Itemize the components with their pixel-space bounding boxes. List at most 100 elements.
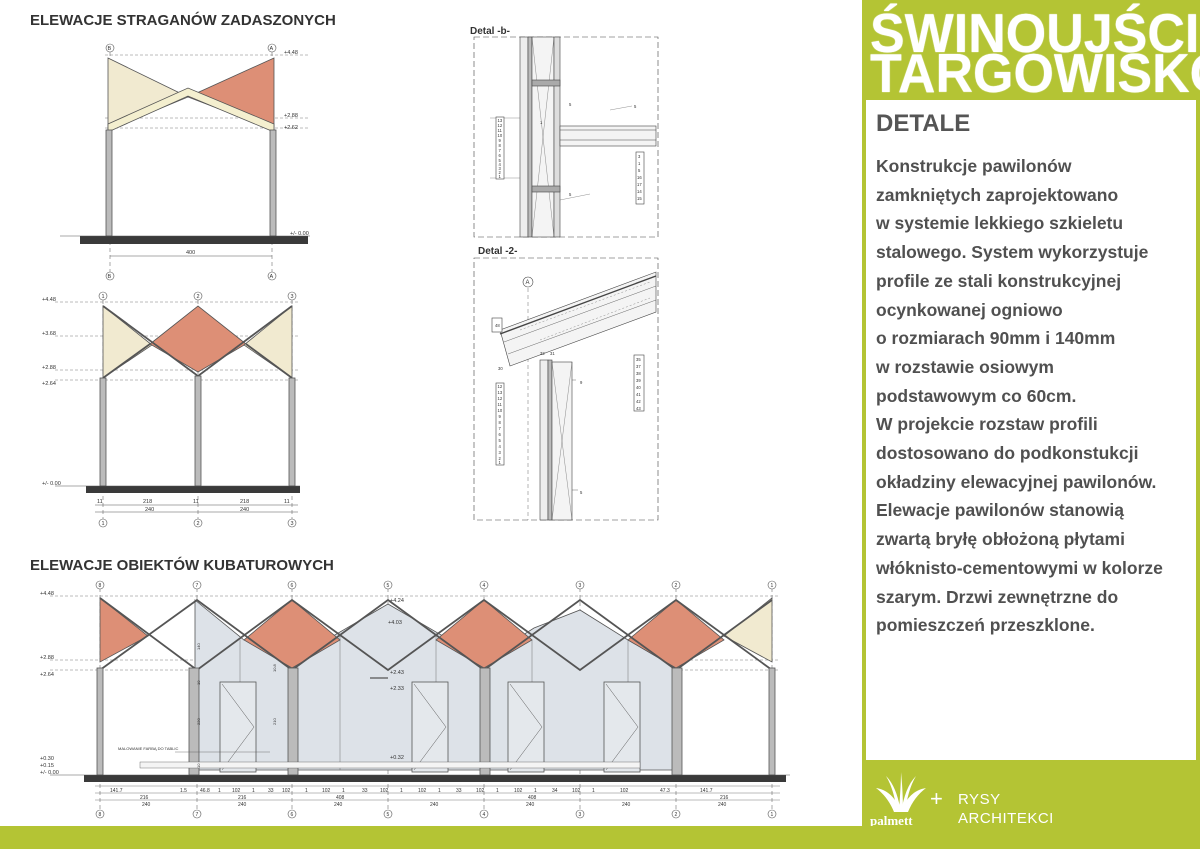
callout-tag: 1 bbox=[540, 120, 543, 125]
dim-mid: 216 bbox=[238, 795, 247, 801]
callout-number: 3 bbox=[499, 166, 502, 171]
callout-number: 17 bbox=[637, 182, 642, 187]
callout-tag: 5 bbox=[580, 490, 583, 495]
vertical-dim: 10 bbox=[196, 763, 201, 768]
dim-top: 34 bbox=[552, 788, 558, 794]
panel-description: Konstrukcje pawilonów zamkniętych zaproj… bbox=[876, 156, 1163, 636]
dim-mid: 408 bbox=[528, 795, 537, 801]
callout-tag: 5 bbox=[569, 102, 572, 107]
dim-top: 1 bbox=[218, 788, 221, 794]
dim-top: 141.7 bbox=[110, 788, 123, 794]
stall-elevation-single-labels: B A B A +4.48 +2.88 +2.62 +/- 0.00 400 bbox=[105, 43, 309, 281]
detail-b-labels: 13 12 11 10 9 8 7 6 5 4 3 2 1 3 1 5 16 1… bbox=[498, 102, 643, 201]
callout-number: 4 bbox=[499, 162, 502, 167]
callout-number: 13 bbox=[498, 390, 503, 395]
axis-8: 8 bbox=[99, 583, 102, 589]
callout-number: 11 bbox=[498, 128, 503, 133]
callout-number: 12 bbox=[498, 396, 503, 401]
axis-1: 1 bbox=[102, 294, 105, 300]
dim-top: 1 bbox=[496, 788, 499, 794]
dim-top: 102 bbox=[572, 788, 581, 794]
axis-2: 2 bbox=[675, 583, 678, 589]
stall-elevation-double-labels: 1 2 3 1 2 3 +4.48 +3.68 +2.88 +2.64 +/- … bbox=[42, 291, 297, 528]
note-label: MALOWANIE FARBĄ DO TABLIC bbox=[118, 746, 178, 751]
callout-number: 13 bbox=[498, 118, 503, 123]
dim-top: 102 bbox=[418, 788, 427, 794]
axis-4: 4 bbox=[483, 583, 486, 589]
dim-top: 46.8 bbox=[200, 788, 210, 794]
callout-number: 35 bbox=[636, 357, 641, 362]
callout-number: 10 bbox=[498, 133, 503, 138]
dim-label: 240 bbox=[145, 507, 154, 513]
partner-line-1: RYSY bbox=[958, 791, 1001, 808]
axis-7: 7 bbox=[196, 812, 199, 818]
stall-elevation-double bbox=[55, 300, 300, 520]
dim-label: 218 bbox=[240, 499, 249, 505]
dim-bottom: 240 bbox=[142, 802, 151, 808]
callout-number: 37 bbox=[636, 364, 641, 369]
callout-number: 8 bbox=[499, 420, 502, 425]
callout-number: 9 bbox=[499, 138, 502, 143]
callout-number: 11 bbox=[498, 402, 503, 407]
callout-number: 38 bbox=[636, 371, 641, 376]
dim-top: 102 bbox=[476, 788, 485, 794]
level-label: +0.32 bbox=[390, 755, 404, 761]
level-label: +2.43 bbox=[390, 670, 404, 676]
vertical-dim: 220 bbox=[196, 718, 201, 725]
callout-number: 7 bbox=[499, 148, 502, 153]
callout-number: 9 bbox=[499, 414, 502, 419]
dim-top: 33 bbox=[362, 788, 368, 794]
vertical-dim: 210 bbox=[272, 718, 277, 725]
dim-top: 102 bbox=[620, 788, 629, 794]
dim-bottom: 240 bbox=[526, 802, 535, 808]
callout-tag: 5 bbox=[634, 104, 637, 109]
plus-sign: + bbox=[930, 786, 943, 811]
level-label: +2.33 bbox=[390, 686, 404, 692]
partner-line-2: ARCHITEKCI bbox=[958, 810, 1054, 827]
level-label: +2.88 bbox=[42, 365, 56, 371]
dim-label: 240 bbox=[240, 507, 249, 513]
level-label: +/- 0.00 bbox=[290, 231, 309, 237]
dim-top: 1 bbox=[534, 788, 537, 794]
callout-tag: 5 bbox=[569, 192, 572, 197]
axis-8: 8 bbox=[99, 812, 102, 818]
detail-b-drawing bbox=[473, 36, 659, 238]
axis-3: 3 bbox=[291, 294, 294, 300]
callout-tag: 30 bbox=[498, 366, 503, 371]
callout-number: 2 bbox=[499, 456, 502, 461]
callout-number: 14 bbox=[637, 189, 642, 194]
callout-number: 3 bbox=[499, 450, 502, 455]
level-label: +2.64 bbox=[42, 381, 56, 387]
callout-number: 41 bbox=[636, 392, 641, 397]
callout-number: 5 bbox=[499, 438, 502, 443]
axis-b-top: B bbox=[108, 46, 112, 52]
drawing-sheet: ELEWACJE STRAGANÓW ZADASZONYCH ELEWACJE … bbox=[30, 12, 790, 819]
dim-label: 218 bbox=[143, 499, 152, 505]
dim-top: 1 bbox=[252, 788, 255, 794]
callout-number: 5 bbox=[499, 158, 502, 163]
dim-top: 1 bbox=[342, 788, 345, 794]
dim-top: 33 bbox=[456, 788, 462, 794]
callout-tag: 9 bbox=[580, 380, 583, 385]
dim-top: 1 bbox=[438, 788, 441, 794]
dim-bottom: 240 bbox=[430, 802, 439, 808]
callout-number: 6 bbox=[499, 153, 502, 158]
callout-number: 1 bbox=[499, 460, 502, 465]
vertical-dim: 10.8 bbox=[272, 663, 277, 672]
level-label: +2.64 bbox=[40, 672, 54, 678]
bottom-bar bbox=[0, 826, 1200, 849]
callout-number: 6 bbox=[499, 432, 502, 437]
level-label: +2.88 bbox=[284, 113, 298, 119]
callout-number: 8 bbox=[499, 143, 502, 148]
detail-b-label: Detal -b- bbox=[470, 26, 510, 37]
level-label: +3.68 bbox=[42, 331, 56, 337]
axis-6: 6 bbox=[291, 583, 294, 589]
axis-3: 3 bbox=[291, 521, 294, 527]
vertical-dim: 10 bbox=[196, 680, 201, 685]
callout-number: 16 bbox=[637, 175, 642, 180]
dim-top: 102 bbox=[514, 788, 523, 794]
dim-top: 1.5 bbox=[180, 788, 187, 794]
callout-number: 15 bbox=[637, 196, 642, 201]
title-line-1: ŚWINOUJŚCIE bbox=[870, 3, 1200, 65]
callout-tag: 31 bbox=[550, 351, 555, 356]
